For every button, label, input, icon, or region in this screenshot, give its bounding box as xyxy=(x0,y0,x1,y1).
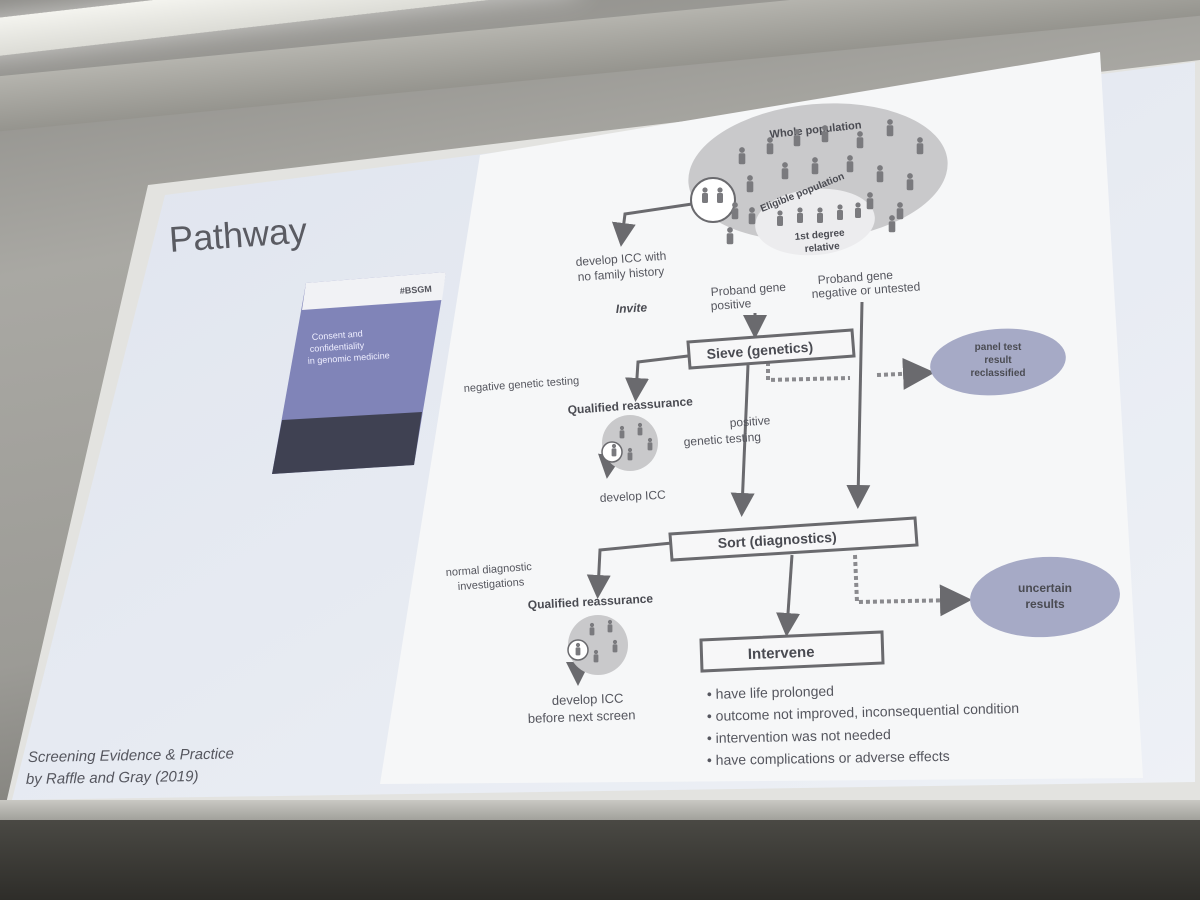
sort-label: Sort (diagnostics) xyxy=(717,529,837,551)
uncertain-label-line2: results xyxy=(1025,597,1065,611)
person-icon xyxy=(896,202,904,220)
proband-positive-line1: Proband gene xyxy=(710,280,787,299)
person-icon xyxy=(856,131,864,149)
person-icon xyxy=(589,622,595,636)
uncertain-label-line1: uncertain xyxy=(1018,581,1072,595)
develop-no-history-line1: develop ICC with xyxy=(575,249,666,269)
invite-label: Invite xyxy=(615,300,647,316)
sieve-label: Sieve (genetics) xyxy=(706,339,813,362)
person-icon xyxy=(916,137,924,155)
person-icon xyxy=(738,147,746,165)
person-icon xyxy=(726,227,734,245)
panel-label-line1: panel test xyxy=(975,342,1022,353)
room-floor xyxy=(0,820,1200,900)
person-icon xyxy=(731,202,739,220)
person-icon xyxy=(817,207,823,223)
develop-before-line1: develop ICC xyxy=(552,691,624,708)
sieve-box: Sieve (genetics) xyxy=(686,328,856,370)
person-icon xyxy=(781,162,789,180)
positive-testing-line1: positive xyxy=(729,413,771,430)
develop-before-line2: before next screen xyxy=(528,707,636,726)
first-degree-label-line1: 1st degree xyxy=(794,228,845,243)
eligible-population-ellipse xyxy=(755,188,875,256)
outcome-list: • have life prolonged • outcome not impr… xyxy=(707,683,1020,768)
small-people-icons xyxy=(575,422,653,663)
dashed-connectors xyxy=(766,357,972,617)
person-icon xyxy=(797,207,803,223)
person-icon xyxy=(888,215,896,233)
person-icon xyxy=(611,443,617,457)
person-icon xyxy=(619,425,625,439)
uncertain-results-ellipse: uncertain results xyxy=(970,556,1120,638)
first-degree-label-line2: relative xyxy=(804,241,840,255)
source-citation-line1: Screening Evidence & Practice xyxy=(28,745,234,766)
person-icon xyxy=(702,187,708,203)
person-icon xyxy=(647,437,653,451)
booklet-title-line1: Consent and xyxy=(311,328,363,342)
person-icon xyxy=(846,155,854,173)
population-diagram: Whole population Eligible population 1st… xyxy=(688,103,948,256)
booklet-title-line2: confidentiality xyxy=(309,340,365,354)
person-icon xyxy=(637,422,643,436)
person-icon xyxy=(906,173,914,191)
positive-testing-line2: genetic testing xyxy=(683,430,761,449)
person-icon xyxy=(717,187,723,203)
person-icon xyxy=(627,447,633,461)
person-icon xyxy=(855,202,861,218)
slide-title: Pathway xyxy=(168,209,309,260)
family-circle xyxy=(690,177,736,223)
panel-label-line2: result xyxy=(984,355,1012,366)
outcome-item-4: • have complications or adverse effects xyxy=(707,748,950,768)
proband-negative-line1: Proband gene xyxy=(817,268,894,287)
person-icon xyxy=(746,175,754,193)
person-icon xyxy=(777,210,783,226)
person-icon xyxy=(748,207,756,225)
person-icon xyxy=(876,165,884,183)
outcome-item-3: • intervention was not needed xyxy=(707,726,891,746)
qualified-reassurance-2: Qualified reassurance xyxy=(527,591,653,612)
person-icon xyxy=(821,125,829,143)
intervene-label: Intervene xyxy=(748,644,815,663)
person-icon xyxy=(607,619,613,633)
person-icon xyxy=(612,639,618,653)
normal-investigations-line2: investigations xyxy=(457,576,525,593)
person-icon xyxy=(837,204,843,220)
person-icon xyxy=(793,129,801,147)
source-citation-line2: by Raffle and Gray (2019) xyxy=(26,768,199,788)
booklet-cover: #BSGM Consent and confidentiality in gen… xyxy=(272,272,446,474)
develop-icc-label: develop ICC xyxy=(599,488,666,505)
panel-test-ellipse: panel test result reclassified xyxy=(930,328,1066,396)
person-icon xyxy=(811,157,819,175)
develop-no-history-line2: no family history xyxy=(577,264,664,284)
person-icon xyxy=(593,649,599,663)
person-icon xyxy=(575,642,581,656)
person-icon xyxy=(766,137,774,155)
proband-positive-line2: positive xyxy=(710,296,752,313)
booklet-hashtag: #BSGM xyxy=(399,284,432,296)
intervene-box: Intervene xyxy=(699,630,885,673)
people-icons xyxy=(702,119,924,245)
person-icon xyxy=(866,192,874,210)
outcome-item-1: • have life prolonged xyxy=(707,683,834,702)
reassurance-group-2 xyxy=(568,615,628,675)
sort-box: Sort (diagnostics) xyxy=(668,516,919,562)
person-icon xyxy=(886,119,894,137)
panel-label-line3: reclassified xyxy=(970,368,1025,379)
